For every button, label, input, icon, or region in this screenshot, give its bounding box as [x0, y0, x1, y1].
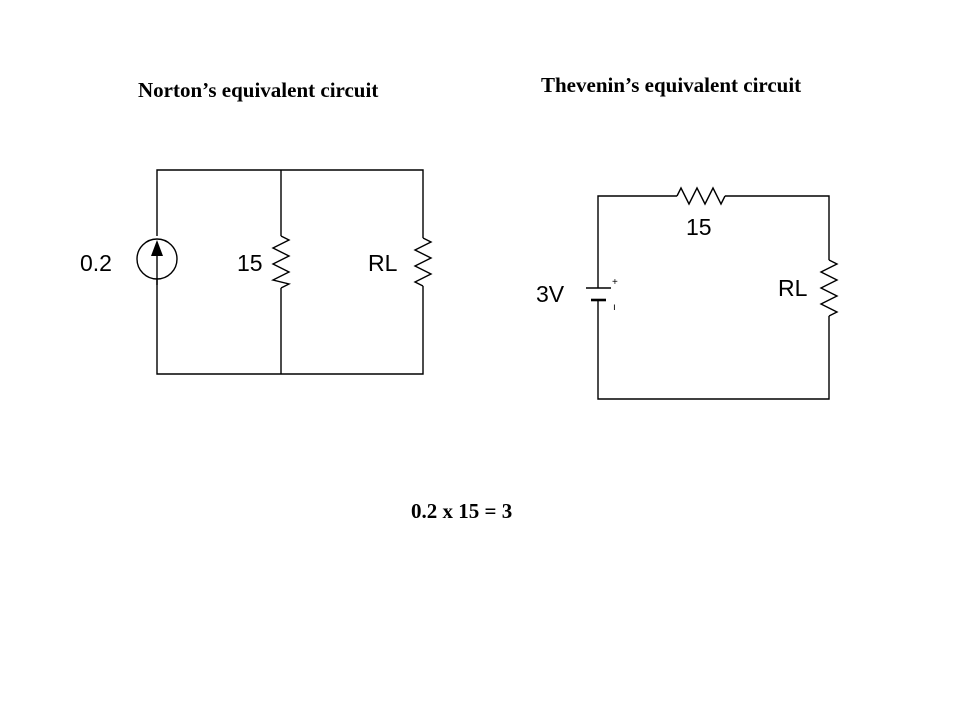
load-resistor-icon: [413, 237, 433, 287]
battery-plus-sign: +: [612, 277, 618, 288]
thevenin-circuit: + ı 15 3V RL: [536, 186, 839, 400]
norton-load-label: RL: [368, 250, 398, 276]
battery-minus-sign: ı: [613, 302, 616, 313]
series-resistor-icon: [676, 186, 726, 206]
resistor-icon: [270, 235, 292, 289]
thevenin-load-label: RL: [778, 275, 808, 301]
thevenin-load-resistor-icon: [819, 259, 839, 317]
thevenin-right-top-wire: [725, 195, 830, 260]
norton-top-wire: [156, 169, 424, 238]
current-source-icon: [136, 238, 178, 285]
thevenin-left-top-wire: [597, 195, 677, 288]
norton-resistor-label: 15: [237, 250, 263, 276]
norton-title: Norton’s equivalent circuit: [138, 78, 379, 102]
thevenin-title: Thevenin’s equivalent circuit: [541, 73, 802, 97]
battery-icon: [586, 287, 611, 302]
equation: 0.2 x 15 = 3: [411, 499, 513, 523]
thevenin-bottom-wire: [597, 300, 830, 400]
thevenin-source-label: 3V: [536, 281, 565, 307]
norton-circuit: 0.2 15 RL: [80, 169, 433, 375]
norton-source-label: 0.2: [80, 250, 112, 276]
norton-bottom-wire: [156, 278, 424, 375]
thevenin-resistor-label: 15: [686, 214, 712, 240]
